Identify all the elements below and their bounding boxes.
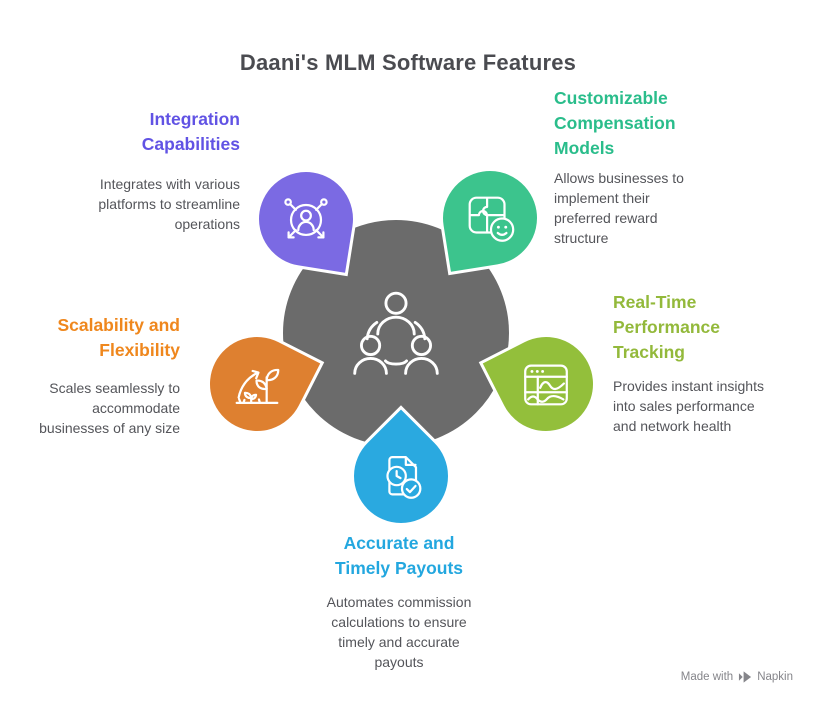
petal-tracking bbox=[478, 316, 614, 452]
page-title: Daani's MLM Software Features bbox=[239, 50, 577, 75]
petal-compensation-icon-wrap bbox=[443, 171, 537, 265]
made-with-napkin-watermark: Made with Napkin bbox=[681, 671, 793, 683]
feature-tracking-heading: Real-Time Performance Tracking bbox=[613, 292, 720, 362]
made-with-label: Made with bbox=[680, 671, 734, 683]
feature-tracking: Real-Time Performance Tracking Provides … bbox=[613, 290, 764, 436]
petal-integration bbox=[248, 161, 364, 277]
brand-label: Napkin bbox=[757, 671, 793, 683]
puzzle-smiley-icon bbox=[468, 196, 515, 242]
napkin-logo-icon bbox=[739, 671, 752, 683]
petal-compensation bbox=[432, 160, 548, 276]
petal-payouts-icon-wrap bbox=[354, 429, 448, 523]
feature-compensation: Customizable Compensation Models Allows … bbox=[554, 86, 684, 248]
feature-integration-description: Integrates with various platforms to str… bbox=[98, 176, 240, 232]
feature-payouts-heading: Accurate and Timely Payouts bbox=[334, 533, 464, 578]
document-check-icon bbox=[386, 456, 422, 499]
feature-scalability-heading: Scalability and Flexibility bbox=[57, 315, 180, 360]
feature-scalability-description: Scales seamlessly to accommodate busines… bbox=[39, 380, 180, 436]
feature-scalability: Scalability and Flexibility Scales seaml… bbox=[39, 313, 180, 438]
feature-integration: Integration Capabilities Integrates with… bbox=[98, 107, 240, 234]
petal-scalability bbox=[189, 316, 325, 452]
team-network-icon bbox=[353, 291, 439, 375]
feature-integration-heading: Integration Capabilities bbox=[141, 109, 240, 154]
petal-tracking-icon-wrap bbox=[499, 337, 593, 431]
analytics-window-icon bbox=[524, 364, 568, 406]
petal-scalability-icon-wrap bbox=[210, 337, 304, 431]
petal-integration-icon-wrap bbox=[259, 172, 353, 266]
petal-payouts bbox=[330, 405, 472, 547]
feature-payouts-description: Automates commission calculations to ens… bbox=[326, 594, 472, 670]
growth-plant-icon bbox=[235, 368, 280, 404]
feature-tracking-description: Provides instant insights into sales per… bbox=[613, 378, 764, 434]
feature-payouts: Accurate and Timely Payouts Automates co… bbox=[281, 531, 517, 672]
feature-compensation-description: Allows businesses to implement their pre… bbox=[554, 170, 684, 246]
share-network-icon bbox=[284, 198, 328, 239]
feature-compensation-heading: Customizable Compensation Models bbox=[554, 88, 676, 158]
